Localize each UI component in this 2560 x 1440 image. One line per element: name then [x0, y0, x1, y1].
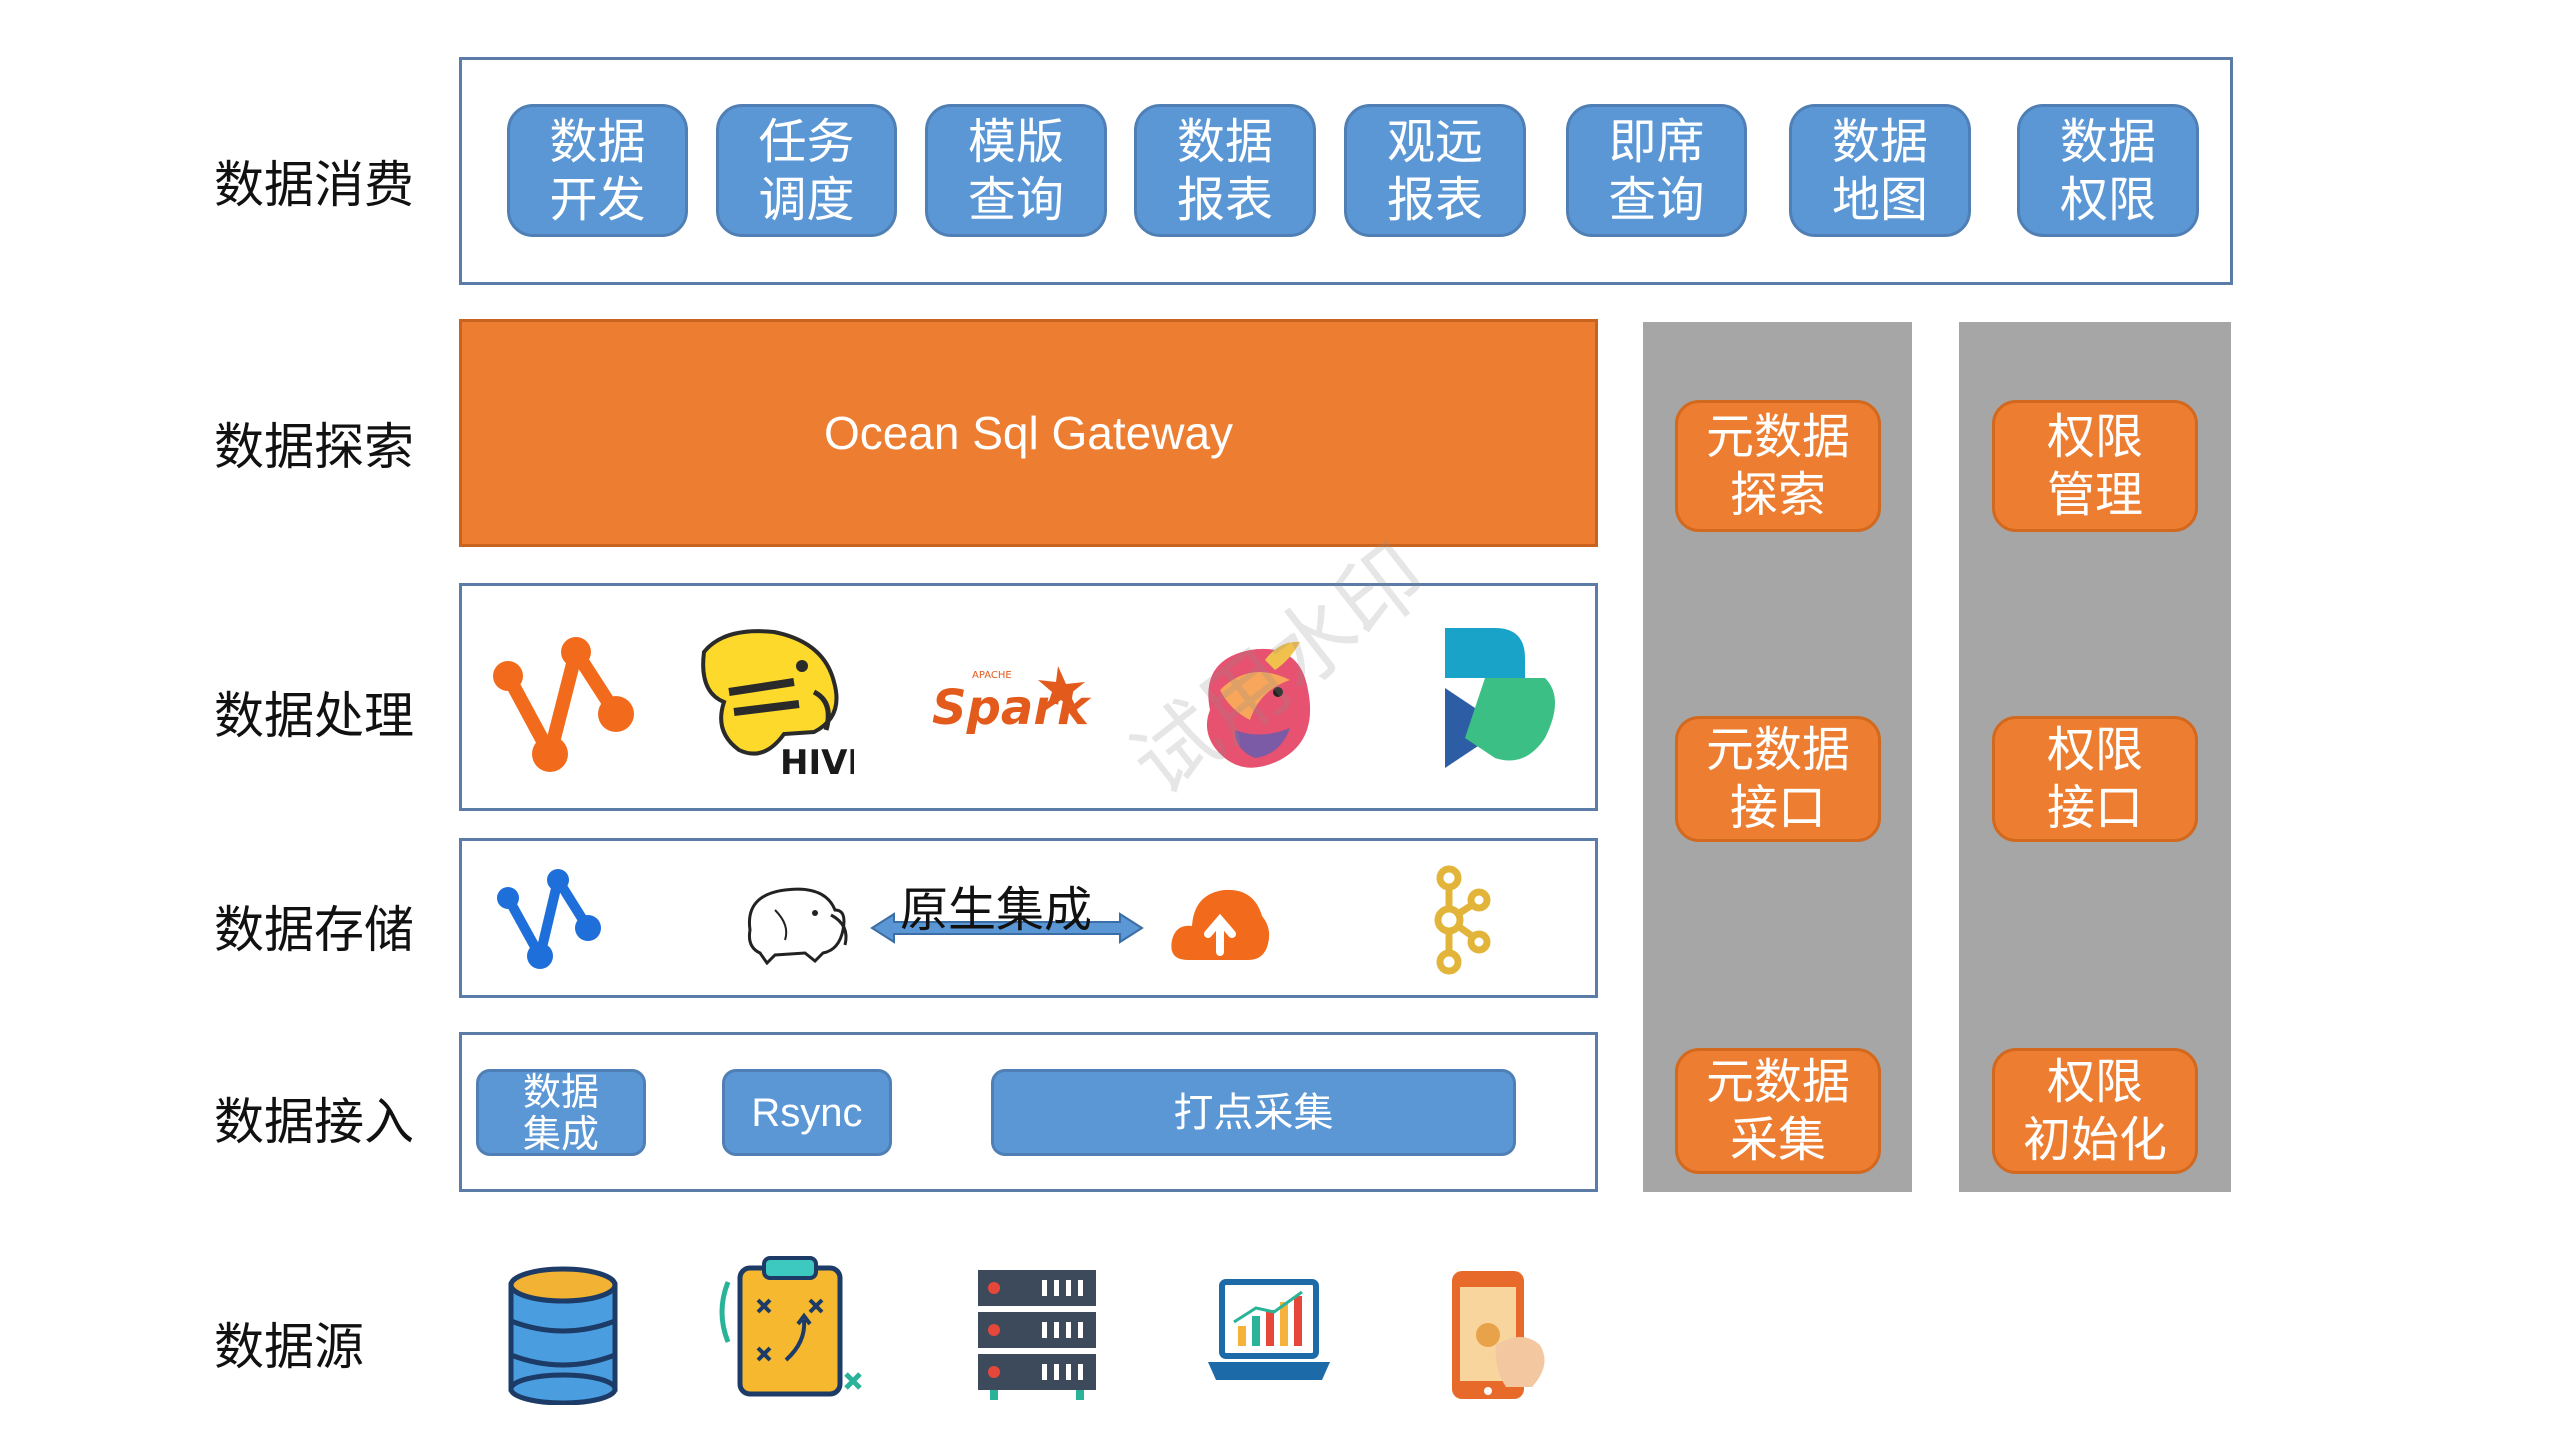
hadoop-icon [747, 887, 848, 965]
row-label-explore: 数据探索 [214, 418, 414, 476]
native-integration-arrow [870, 912, 1144, 944]
consume-item-data-report[interactable]: 数据 报表 [1134, 104, 1316, 237]
consume-item-template-query[interactable]: 模版 查询 [925, 104, 1107, 237]
permission-api-box[interactable]: 权限 接口 [1992, 716, 2198, 842]
process-frame [459, 583, 1598, 811]
permission-manage-box[interactable]: 权限 管理 [1992, 400, 2198, 532]
clipboard-icon [719, 1256, 862, 1397]
hive-logo: HIVE [701, 629, 854, 782]
permission-init-box[interactable]: 权限 初始化 [1992, 1048, 2198, 1174]
consume-item-guanyuan-report[interactable]: 观远 报表 [1344, 104, 1526, 237]
airflow-icon [493, 637, 634, 772]
metadata-collect-box[interactable]: 元数据 采集 [1675, 1048, 1881, 1174]
row-label-ingest: 数据接入 [214, 1093, 414, 1151]
laptop-chart-icon [1208, 1279, 1330, 1380]
consume-item-adhoc-query[interactable]: 即席 查询 [1566, 104, 1747, 237]
row-label-consume: 数据消费 [214, 156, 414, 214]
mobile-app-icon [1452, 1271, 1545, 1399]
consume-item-data-permission[interactable]: 数据 权限 [2017, 104, 2199, 237]
consume-item-task-schedule[interactable]: 任务 调度 [716, 104, 897, 237]
row-label-source: 数据源 [214, 1318, 364, 1376]
metadata-api-box[interactable]: 元数据 接口 [1675, 716, 1881, 842]
server-rack-icon [978, 1270, 1096, 1400]
database-icon [508, 1266, 618, 1405]
ingest-rsync[interactable]: Rsync [722, 1069, 892, 1156]
ocean-sql-gateway: Ocean Sql Gateway [459, 319, 1598, 547]
doris-icon [497, 869, 601, 969]
consume-item-data-map[interactable]: 数据 地图 [1789, 104, 1971, 237]
row-label-storage: 数据存储 [214, 901, 414, 959]
flink-logo [1206, 641, 1311, 768]
row-label-process: 数据处理 [214, 687, 414, 745]
ingest-data-integration[interactable]: 数据 集成 [476, 1069, 646, 1156]
kafka-icon [1434, 865, 1491, 975]
storage-frame [459, 838, 1598, 998]
kylin-icon [1445, 628, 1555, 768]
hive-text: HIVE [780, 743, 854, 782]
cloud-storage-icon [1171, 889, 1270, 960]
native-integration-label: 原生集成 [900, 882, 1093, 938]
spark-logo: APACHE Spark [932, 666, 1092, 736]
spark-apache-text: APACHE [972, 670, 1012, 681]
ingest-tracking-collection[interactable]: 打点采集 [991, 1069, 1516, 1156]
consume-item-data-dev[interactable]: 数据 开发 [507, 104, 688, 237]
metadata-explore-box[interactable]: 元数据 探索 [1675, 400, 1881, 532]
